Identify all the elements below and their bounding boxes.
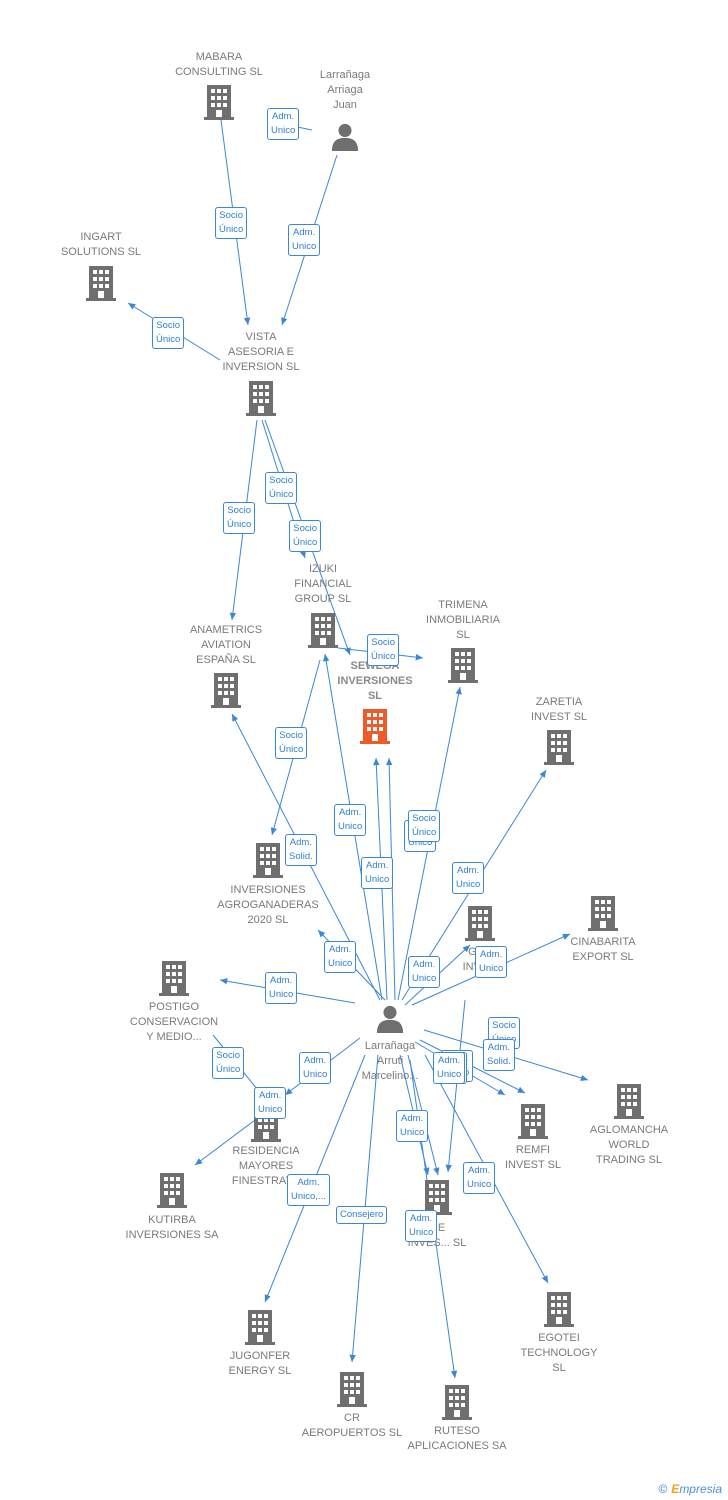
edge-label-e10[interactable]: Adm. Solid. [285, 834, 317, 866]
building-icon[interactable] [588, 896, 618, 931]
building-icon[interactable] [253, 843, 283, 878]
node-label-egotei[interactable]: EGOTEI TECHNOLOGY SL [520, 1332, 598, 1374]
edge-larr_marcelino-to-mid [445, 999, 466, 1173]
edge-label-e24[interactable]: Socio Único [212, 1047, 245, 1079]
building-icon[interactable] [211, 673, 241, 708]
edge-residencia-to-kutirba [194, 1119, 256, 1166]
brand-watermark: ©Empresia [658, 1482, 722, 1496]
edge-label-e12[interactable]: Adm. Unico [361, 857, 394, 889]
node-label-ruteso[interactable]: RUTESO APLICACIONES SA [407, 1425, 507, 1452]
person-icon[interactable] [376, 1005, 404, 1033]
building-icon[interactable] [614, 1084, 644, 1119]
edge-label-e30[interactable]: Consejero [336, 1206, 388, 1224]
building-icon[interactable] [157, 1173, 187, 1208]
edge-label-e5[interactable]: Socio Único [223, 502, 256, 534]
building-icon[interactable] [360, 709, 390, 744]
edge-label-e28[interactable]: Adm. Unico [463, 1162, 496, 1194]
node-label-anametrics[interactable]: ANAMETRICS AVIATION ESPAÑA SL [189, 624, 263, 666]
building-icon[interactable] [448, 648, 478, 683]
edge-label-e8[interactable]: Socio Único [367, 634, 400, 666]
node-label-cr[interactable]: CR AEROPUERTOS SL [301, 1412, 403, 1439]
edge-label-e14[interactable]: Socio Único [408, 810, 441, 842]
node-label-remfi[interactable]: REMFI INVEST SL [504, 1144, 562, 1171]
edge-label-e29[interactable]: Adm. Unico,... [287, 1174, 330, 1206]
edge-label-e26[interactable]: Adm. Unico [396, 1110, 429, 1142]
node-label-larr_marcelino[interactable]: Larrañaga Arruti Marcelino... [361, 1040, 419, 1082]
node-label-ingart[interactable]: INGART SOLUTIONS SL [60, 231, 142, 258]
node-label-vista[interactable]: VISTA ASESORIA E INVERSION SL [222, 331, 300, 373]
node-label-kutirba[interactable]: KUTIRBA INVERSIONES SA [125, 1214, 219, 1241]
node-label-cinabarita[interactable]: CINABARITA EXPORT SL [570, 936, 636, 963]
building-icon[interactable] [518, 1104, 548, 1139]
brand-initial: E [671, 1482, 680, 1496]
node-label-larr_juan[interactable]: Larrañaga Arriaga Juan [319, 69, 371, 111]
node-label-zaretia[interactable]: ZARETIA INVEST SL [530, 696, 588, 723]
node-label-trimena[interactable]: TRIMENA INMOBILIARIA SL [426, 599, 500, 641]
building-icon[interactable] [246, 381, 276, 416]
edge-label-e32[interactable]: Adm. Unico [433, 1052, 466, 1084]
person-icon[interactable] [331, 123, 359, 151]
edge-label-e15[interactable]: Adm. Unico [452, 862, 485, 894]
building-icon[interactable] [337, 1372, 367, 1407]
building-icon[interactable] [442, 1385, 472, 1420]
edge-label-e19[interactable]: Adm. Unico [265, 972, 298, 1004]
building-icon[interactable] [245, 1310, 275, 1345]
node-label-residencia[interactable]: RESIDENCIA MAYORES FINESTRAT... [231, 1145, 301, 1187]
building-icon[interactable] [544, 730, 574, 765]
edge-label-e9[interactable]: Socio Único [275, 727, 308, 759]
edge-label-e21[interactable]: Adm. Solid. [483, 1039, 515, 1071]
node-label-postigo[interactable]: POSTIGO CONSERVACION Y MEDIO... [129, 1001, 219, 1043]
building-icon[interactable] [86, 266, 116, 301]
brand-name: mpresia [679, 1482, 722, 1496]
edge-label-e11[interactable]: Adm. Unico [334, 804, 367, 836]
building-icon[interactable] [159, 961, 189, 996]
edge-label-e31[interactable]: Adm. Unico [405, 1210, 438, 1242]
edge-label-e4[interactable]: Socio Único [152, 317, 185, 349]
edge-label-e17[interactable]: Adm. Unico [408, 956, 441, 988]
edge-label-e25[interactable]: Adm. Unico [254, 1087, 287, 1119]
node-label-jugonfer[interactable]: JUGONFER ENERGY SL [228, 1350, 292, 1377]
edge-label-e23[interactable]: Adm. Unico [299, 1052, 332, 1084]
building-icon[interactable] [544, 1292, 574, 1327]
node-label-agroganaderas[interactable]: INVERSIONES AGROGANADERAS 2020 SL [217, 884, 319, 926]
node-label-izuki[interactable]: IZUKI FINANCIAL GROUP SL [294, 563, 352, 605]
copyright-icon: © [658, 1482, 668, 1496]
node-label-mabara[interactable]: MABARA CONSULTING SL [175, 51, 263, 78]
edge-label-e2[interactable]: Adm. Unico [267, 108, 300, 140]
edge-label-e3[interactable]: Adm. Unico [288, 224, 321, 256]
edge-label-e7[interactable]: Socio Único [289, 520, 322, 552]
edge-label-e1[interactable]: Socio Único [215, 207, 248, 239]
building-icon[interactable] [308, 613, 338, 648]
node-label-aglomancha[interactable]: AGLOMANCHA WORLD TRADING SL [589, 1124, 669, 1166]
building-icon[interactable] [465, 906, 495, 941]
building-icon[interactable] [204, 85, 234, 120]
edge-label-e16[interactable]: Adm. Unico [324, 941, 357, 973]
edge-label-e6[interactable]: Socio Único [265, 472, 298, 504]
edge-label-e18[interactable]: Adm. Unico [475, 946, 508, 978]
